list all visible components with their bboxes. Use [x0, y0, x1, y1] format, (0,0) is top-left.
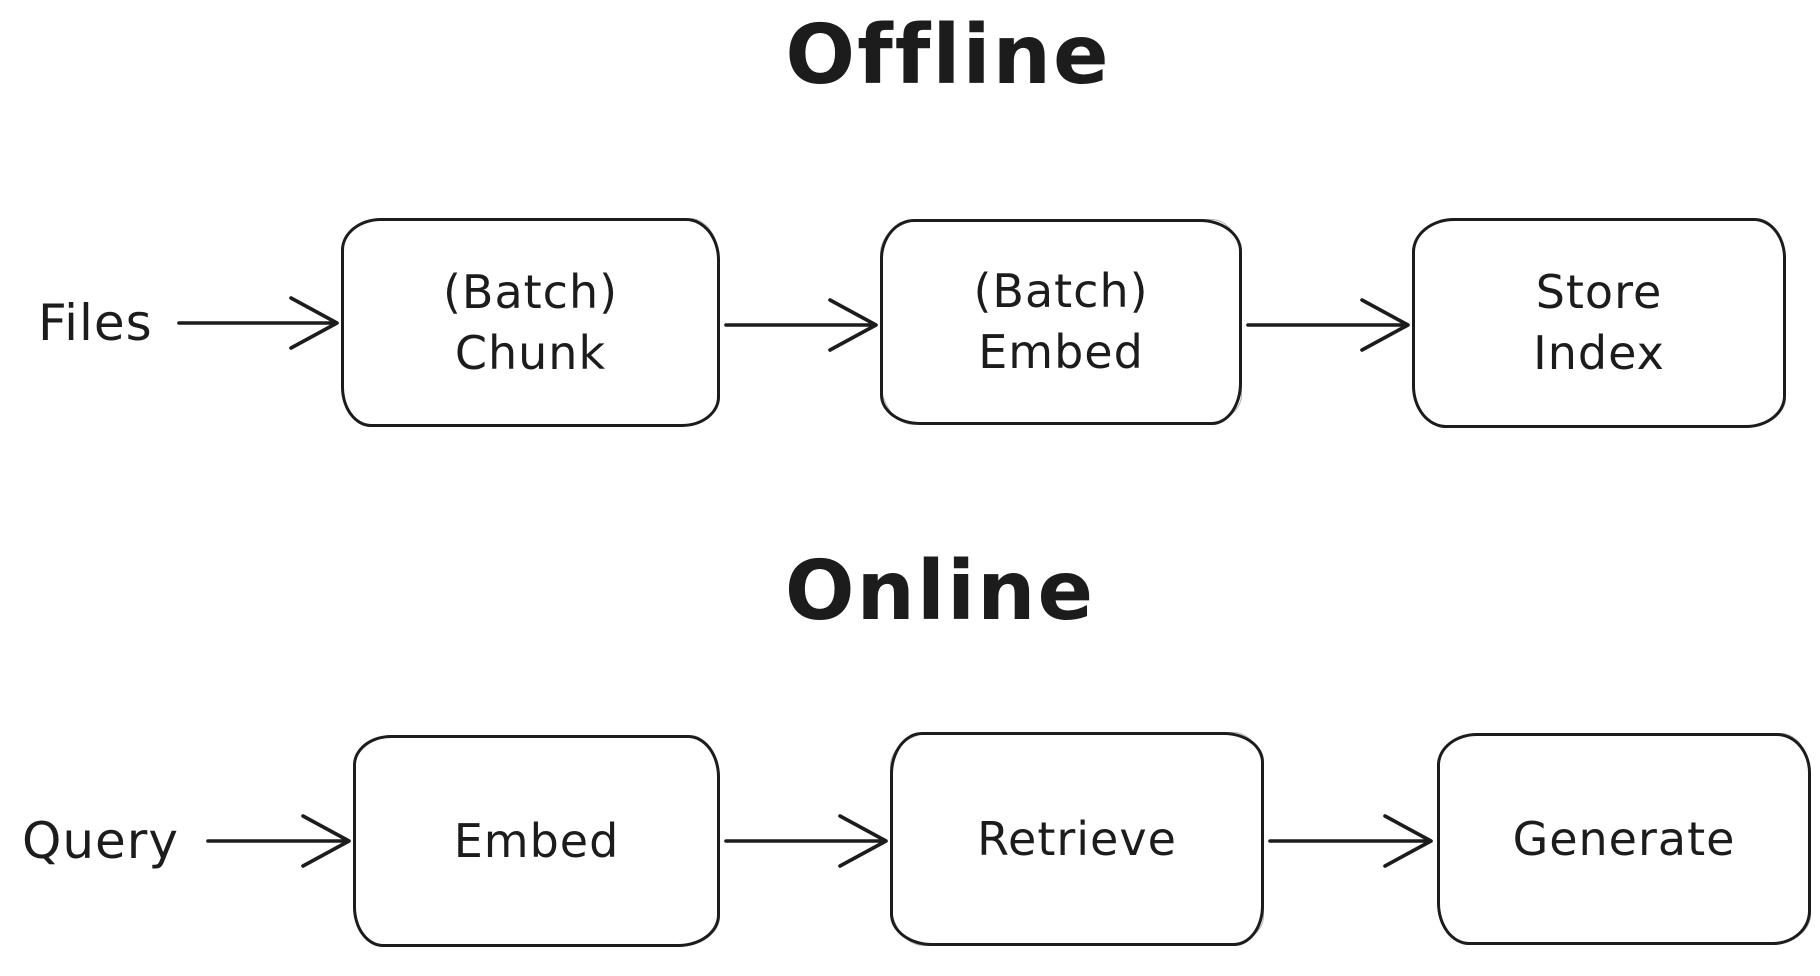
node-retrieve-label: Retrieve: [977, 811, 1177, 866]
arrow-embed-to-retrieve: [724, 814, 888, 868]
node-retrieve: Retrieve: [890, 732, 1264, 946]
arrow-query-to-embed: [206, 814, 351, 868]
node-batch-chunk: (Batch) Chunk: [341, 218, 720, 427]
node-generate: Generate: [1437, 733, 1811, 945]
offline-section-title: Offline: [785, 8, 1111, 103]
node-store-index: Store Index: [1412, 218, 1786, 428]
node-embed-label: Embed: [453, 813, 620, 868]
query-label: Query: [22, 812, 179, 870]
node-batch-embed: (Batch) Embed: [880, 219, 1242, 425]
arrow-retrieve-to-generate: [1268, 814, 1433, 868]
node-batch-embed-label: (Batch) Embed: [973, 264, 1149, 379]
node-embed: Embed: [353, 735, 720, 947]
arrow-batch-chunk-to-batch-embed: [724, 298, 878, 352]
arrow-files-to-batch-chunk: [177, 296, 339, 350]
node-generate-label: Generate: [1512, 811, 1736, 866]
arrow-batch-embed-to-store-index: [1246, 298, 1410, 352]
node-batch-chunk-label: (Batch) Chunk: [442, 264, 619, 380]
node-store-index-label: Store Index: [1533, 265, 1665, 380]
files-label: Files: [38, 294, 153, 352]
online-section-title: Online: [784, 544, 1096, 639]
